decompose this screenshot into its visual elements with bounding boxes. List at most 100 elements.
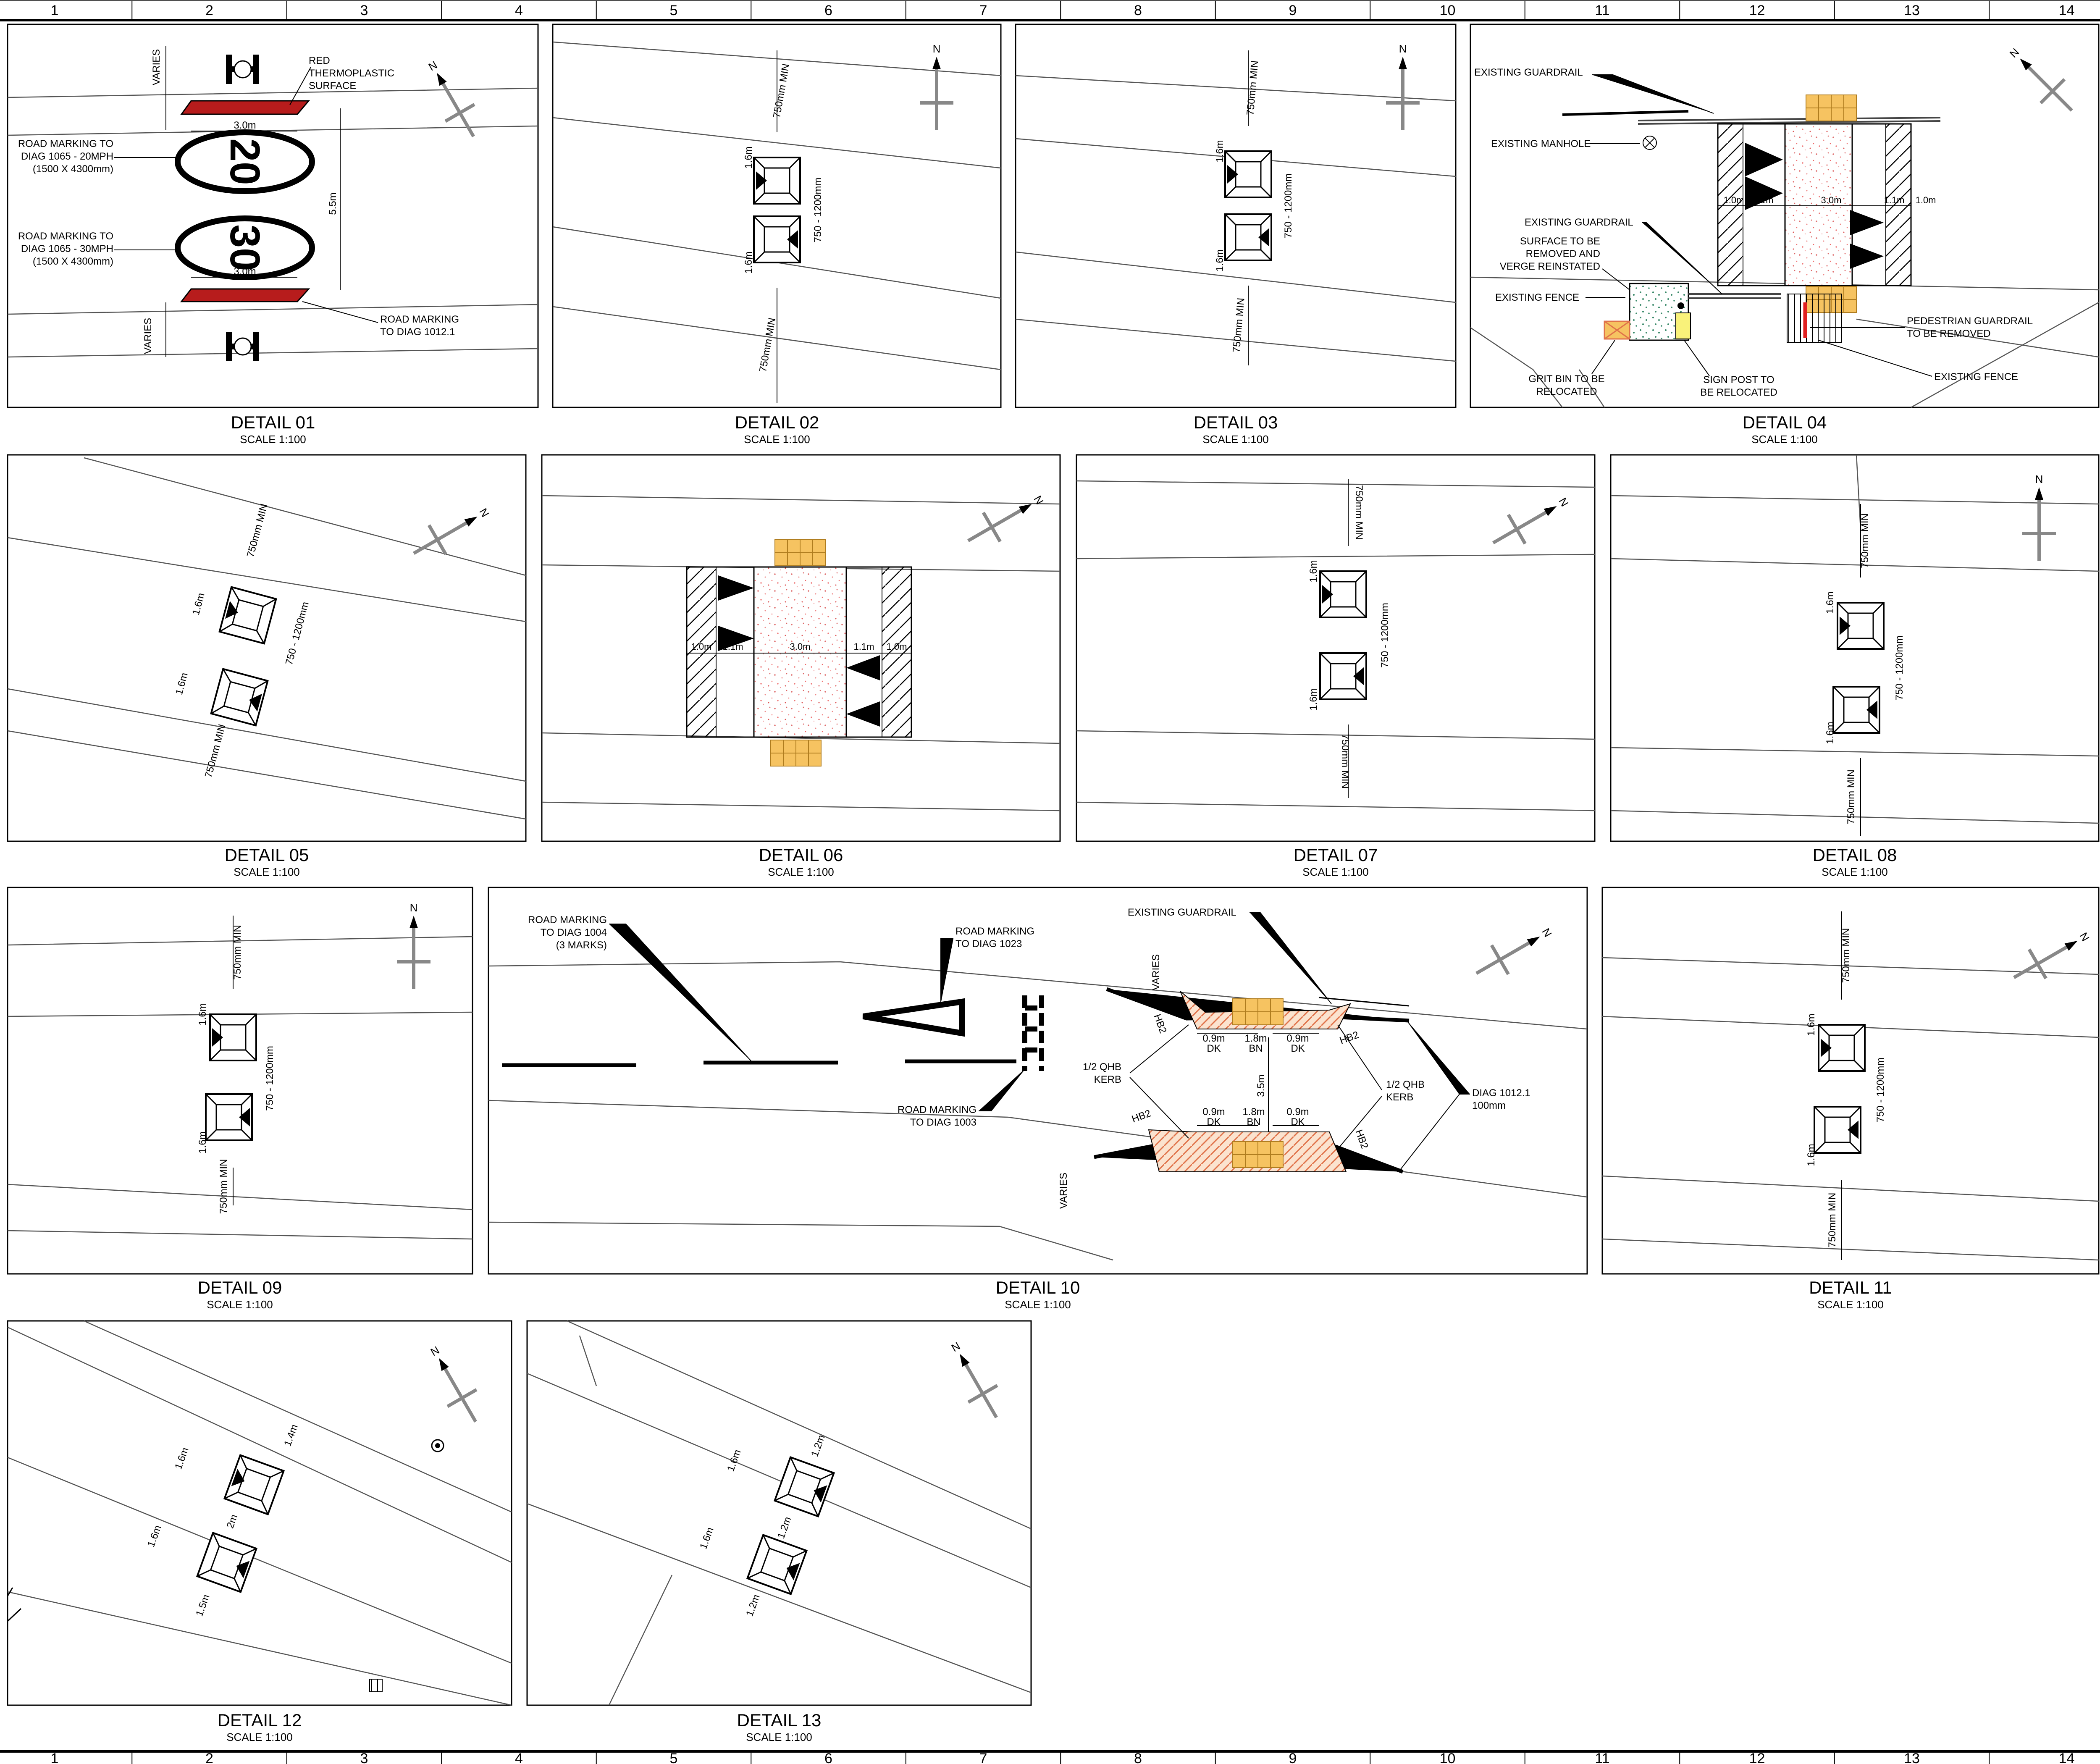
grid-column-label-top: 11 <box>1595 3 1609 18</box>
speed-cushion-icon <box>1819 1025 1865 1071</box>
dim-1-6m: 1.6m <box>197 1003 208 1025</box>
north-arrow-icon: N <box>397 901 430 989</box>
grid-column-label-bottom: 12 <box>1749 1751 1765 1764</box>
grid-column-label-top: 4 <box>515 3 523 18</box>
detail-04: 1.0m 1.1m 3.0m 1.1m 1.0m EXISTING GUARDR… <box>1470 24 2100 408</box>
north-arrow-icon: N <box>2013 930 2092 979</box>
grid-column-label-top: 9 <box>1289 3 1297 18</box>
svg-text:1.1m: 1.1m <box>1753 195 1774 205</box>
detail-title: DETAIL 01 <box>231 412 315 432</box>
svg-text:30: 30 <box>221 224 268 271</box>
north-label: N <box>949 1339 962 1354</box>
dim-1-6m: 1.6m <box>1308 560 1319 582</box>
label-existing-guardrail-mid: EXISTING GUARDRAIL <box>1525 217 1633 228</box>
grid-column-label-bottom: 3 <box>360 1751 368 1764</box>
grid-border-top <box>0 0 2100 21</box>
dim-1-6m: 1.6m <box>1806 1144 1817 1166</box>
grid-column-label-bottom: 4 <box>515 1751 523 1764</box>
dim-750-min: 750mm MIN <box>232 925 243 980</box>
north-arrow-icon: N <box>1475 926 1554 975</box>
svg-text:DK: DK <box>1291 1043 1305 1054</box>
svg-text:0.9m: 0.9m <box>1286 1106 1309 1118</box>
north-label: N <box>1399 42 1407 55</box>
dim-1-6m: 1.6m <box>1824 591 1836 614</box>
svg-text:DK: DK <box>1207 1116 1221 1128</box>
grid-column-label-bottom: 1 <box>51 1751 59 1764</box>
detail-title: DETAIL 10 <box>996 1278 1080 1297</box>
north-arrow-icon: N <box>426 58 475 137</box>
dim-750-min: 750mm MIN <box>1231 297 1247 353</box>
dim-1-6m: 1.6m <box>197 1131 208 1153</box>
dim-1-6m: 1.6m <box>1824 722 1836 744</box>
dim-label: 1.6m <box>173 1446 191 1471</box>
north-arrow-icon: N <box>428 1344 478 1423</box>
dim-750-min: 750mm MIN <box>1339 734 1351 789</box>
detail-title: DETAIL 02 <box>735 412 819 432</box>
dim-label: 2m <box>225 1513 240 1530</box>
dim-1-6m: 1.6m <box>1806 1013 1817 1036</box>
grid-column-label-top: 10 <box>1440 3 1456 18</box>
dim-750-min: 750mm MIN <box>771 63 792 119</box>
svg-text:HB2: HB2 <box>1338 1029 1360 1046</box>
svg-text:HB2: HB2 <box>1353 1128 1370 1150</box>
dim-750-1200: 750 - 1200mm <box>1379 603 1391 668</box>
grid-column-label-top: 7 <box>979 3 987 18</box>
dim-label: 1.6m <box>145 1524 164 1549</box>
detail-scale: SCALE 1:100 <box>1751 433 1818 446</box>
svg-text:0.9m: 0.9m <box>1202 1106 1225 1118</box>
grid-column-label-top: 14 <box>2059 3 2075 18</box>
detail-scale: SCALE 1:100 <box>744 433 810 446</box>
north-arrow-icon: N <box>1386 42 1420 130</box>
dim-750-1200: 750 - 1200mm <box>1894 635 1905 701</box>
svg-text:3.0m: 3.0m <box>234 120 256 131</box>
dim-750-min: 750mm MIN <box>1353 485 1365 540</box>
dim-750-min: 750mm MIN <box>1827 1193 1838 1248</box>
grid-column-label-bottom: 13 <box>1904 1751 1920 1764</box>
speed-cushion-icon <box>225 1455 284 1515</box>
svg-text:1.0m: 1.0m <box>1724 195 1744 205</box>
speed-cushion-icon <box>1814 1107 1861 1153</box>
dim-750-min: 750mm MIN <box>218 1159 229 1214</box>
grid-column-label-bottom: 9 <box>1289 1751 1297 1764</box>
svg-text:HB2: HB2 <box>1130 1108 1152 1125</box>
detail-07 <box>1076 454 1596 842</box>
svg-text:1.8m: 1.8m <box>1242 1106 1265 1118</box>
svg-text:VARIES: VARIES <box>142 318 154 354</box>
grid-column-label-top: 3 <box>360 3 368 18</box>
svg-text:VARIES: VARIES <box>1150 954 1162 990</box>
red-surface-bottom <box>180 288 310 302</box>
detail-scale: SCALE 1:100 <box>207 1298 273 1311</box>
grid-column-label-bottom: 14 <box>2059 1751 2075 1764</box>
dim-750-min: 750mm MIN <box>1859 513 1871 568</box>
north-label: N <box>1539 926 1554 939</box>
dim-label: 1.6m <box>173 672 190 696</box>
red-surface-top <box>180 100 310 115</box>
grid-column-label-bottom: 2 <box>205 1751 213 1764</box>
north-label: N <box>2035 473 2043 486</box>
dim-750-min: 750mm MIN <box>1845 769 1857 824</box>
detail-scale: SCALE 1:100 <box>746 1731 812 1743</box>
grid-column-label-bottom: 11 <box>1595 1751 1609 1764</box>
dim-label: 750mm MIN <box>245 502 270 558</box>
svg-text:BN: BN <box>1247 1116 1260 1128</box>
svg-text:5.5m: 5.5m <box>327 192 339 215</box>
dim-750-1200: 750 - 1200mm <box>1283 173 1294 239</box>
dim-750-1200: 750 - 1200mm <box>1875 1058 1886 1123</box>
grid-column-label-bottom: 7 <box>979 1751 987 1764</box>
svg-text:DK: DK <box>1291 1116 1305 1128</box>
grid-column-label-bottom: 6 <box>824 1751 832 1764</box>
speed-cushion-icon <box>775 1457 834 1517</box>
grid-column-label-top: 13 <box>1904 3 1920 18</box>
speed-cushion-icon <box>1838 603 1884 649</box>
detail-title: DETAIL 03 <box>1194 412 1278 432</box>
